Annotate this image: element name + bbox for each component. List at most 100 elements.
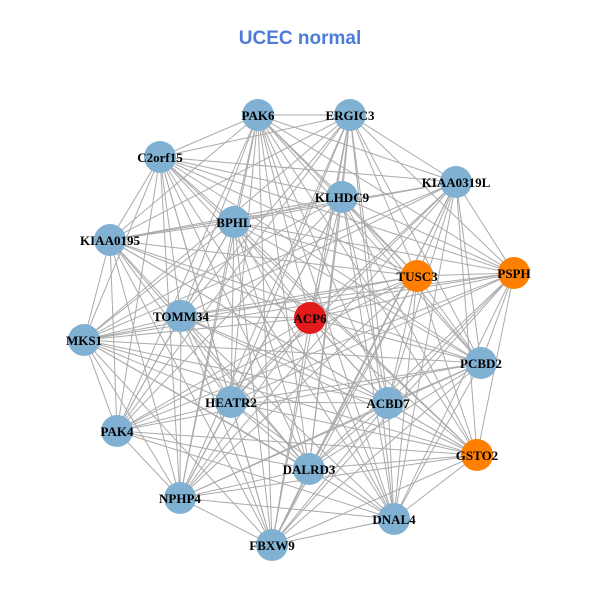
node-label: TOMM34 [153,309,210,324]
edge-pak6-dnal4 [257,114,395,520]
node-gsto2[interactable]: GSTO2 [456,439,498,471]
edge-klhdc9-mks1 [83,196,343,341]
node-circle [218,206,250,238]
node-kiaa0319l[interactable]: KIAA0319L [422,166,491,198]
edge-kiaa0195-tomm34 [109,239,182,317]
edge-pak6-fbxw9 [257,114,273,546]
node-ergic3[interactable]: ERGIC3 [325,99,375,131]
node-circle [401,260,433,292]
node-tomm34[interactable]: TOMM34 [153,300,210,332]
edge-c2orf15-kiaa0319l [159,156,457,183]
edge-nphp4-dnal4 [179,497,395,520]
edge-ergic3-dnal4 [349,114,395,520]
edge-acp6-acbd7 [309,317,389,404]
node-circle [101,415,133,447]
edge-kiaa0195-tusc3 [109,239,418,277]
node-mks1[interactable]: MKS1 [66,324,102,356]
edge-ergic3-kiaa0319l [349,114,457,183]
edge-tomm34-acbd7 [180,315,389,404]
edge-nphp4-fbxw9 [179,497,273,546]
node-label: PCBD2 [460,356,502,371]
edge-tomm34-gsto2 [180,315,478,456]
edge-pak6-pak4 [116,114,259,432]
node-label: KLHDC9 [315,190,370,205]
node-tusc3[interactable]: TUSC3 [396,260,438,292]
chart-title: UCEC normal [238,28,362,49]
edge-mks1-pcbd2 [83,339,482,364]
edge-tusc3-gsto2 [416,275,478,456]
edge-klhdc9-bphl [233,196,343,223]
edge-kiaa0319l-acp6 [309,181,457,319]
edge-pcbd2-fbxw9 [271,362,482,546]
edge-dalrd3-nphp4 [179,468,310,499]
node-fbxw9[interactable]: FBXW9 [249,529,295,561]
edge-kiaa0319l-heatr2 [230,181,457,403]
edge-pcbd2-heatr2 [230,362,482,403]
node-circle [256,529,288,561]
edge-mks1-fbxw9 [83,339,273,546]
node-nphp4[interactable]: NPHP4 [159,482,201,514]
node-label: ACP6 [293,311,327,326]
edge-tusc3-acbd7 [387,275,418,404]
edge-kiaa0319l-mks1 [83,181,457,341]
edge-pcbd2-dnal4 [393,362,482,520]
edge-bphl-dnal4 [233,221,395,520]
edge-klhdc9-tusc3 [341,196,418,277]
edge-acp6-pak4 [116,317,311,432]
node-label: MKS1 [66,333,102,348]
edge-ergic3-nphp4 [179,114,351,499]
edge-ergic3-acp6 [309,114,351,319]
node-circle [465,347,497,379]
edge-tusc3-pak4 [116,275,418,432]
edge-tusc3-tomm34 [180,275,418,317]
node-klhdc9[interactable]: KLHDC9 [315,181,370,213]
edge-ergic3-pcbd2 [349,114,482,364]
edge-kiaa0195-mks1 [83,239,111,341]
edge-mks1-gsto2 [83,339,478,456]
edge-bphl-mks1 [83,221,235,341]
node-psph[interactable]: PSPH [497,257,531,289]
node-heatr2[interactable]: HEATR2 [205,386,257,418]
node-circle [378,503,410,535]
node-circle [215,386,247,418]
node-c2orf15[interactable]: C2orf15 [137,141,183,173]
node-kiaa0195[interactable]: KIAA0195 [80,224,140,256]
edge-ergic3-heatr2 [230,114,351,403]
node-pcbd2[interactable]: PCBD2 [460,347,502,379]
edge-tusc3-pcbd2 [416,275,482,364]
edge-tusc3-dnal4 [393,275,418,520]
node-pak6[interactable]: PAK6 [242,99,275,131]
edge-heatr2-acbd7 [230,401,389,404]
edge-bphl-dalrd3 [233,221,310,470]
edge-bphl-fbxw9 [233,221,273,546]
node-circle [165,300,197,332]
edge-dnal4-fbxw9 [271,518,395,546]
edge-pak4-gsto2 [116,430,478,456]
edge-tomm34-dnal4 [180,315,395,520]
edge-klhdc9-dnal4 [341,196,395,520]
edge-acbd7-dnal4 [387,402,395,520]
edge-ergic3-mks1 [83,114,351,341]
edge-pak6-kiaa0319l [257,114,457,183]
node-acp6[interactable]: ACP6 [293,302,327,334]
node-circle [94,224,126,256]
edge-heatr2-gsto2 [230,401,478,456]
edge-tomm34-nphp4 [179,315,182,499]
edge-c2orf15-tusc3 [159,156,418,277]
node-bphl[interactable]: BPHL [216,206,252,238]
node-circle [326,181,358,213]
edge-gsto2-fbxw9 [271,454,478,546]
node-dalrd3[interactable]: DALRD3 [283,453,336,485]
node-label: PSPH [497,266,530,281]
node-acbd7[interactable]: ACBD7 [366,387,410,419]
edge-psph-tomm34 [180,272,515,317]
node-dnal4[interactable]: DNAL4 [372,503,416,535]
edge-acbd7-gsto2 [387,402,478,456]
edge-acp6-gsto2 [309,317,478,456]
edge-kiaa0319l-pcbd2 [455,181,482,364]
node-circle [461,439,493,471]
edge-c2orf15-klhdc9 [159,156,343,198]
node-pak4[interactable]: PAK4 [101,415,134,447]
